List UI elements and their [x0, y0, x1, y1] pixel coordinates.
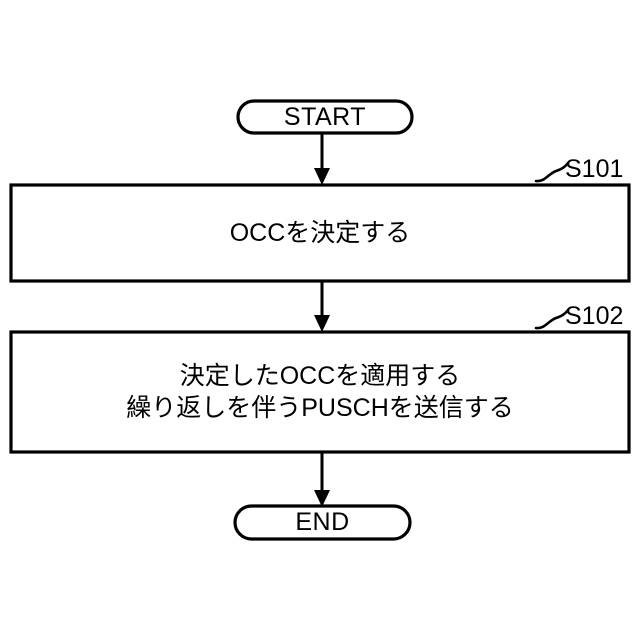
step1-leader-line: [534, 161, 570, 183]
step2-leader-line: [534, 308, 570, 330]
arrowhead-step1-to-step2: [314, 315, 330, 332]
end-terminal-shape[interactable]: [233, 504, 412, 541]
arrowhead-step2-to-end: [314, 490, 330, 507]
step1-process-shape[interactable]: [9, 183, 631, 283]
arrowhead-start-to-step1: [314, 168, 330, 185]
step-label-s101: S101: [565, 155, 624, 183]
step-label-s102: S102: [565, 302, 624, 330]
step2-process-shape[interactable]: [9, 330, 631, 454]
start-terminal-shape[interactable]: [236, 99, 414, 135]
